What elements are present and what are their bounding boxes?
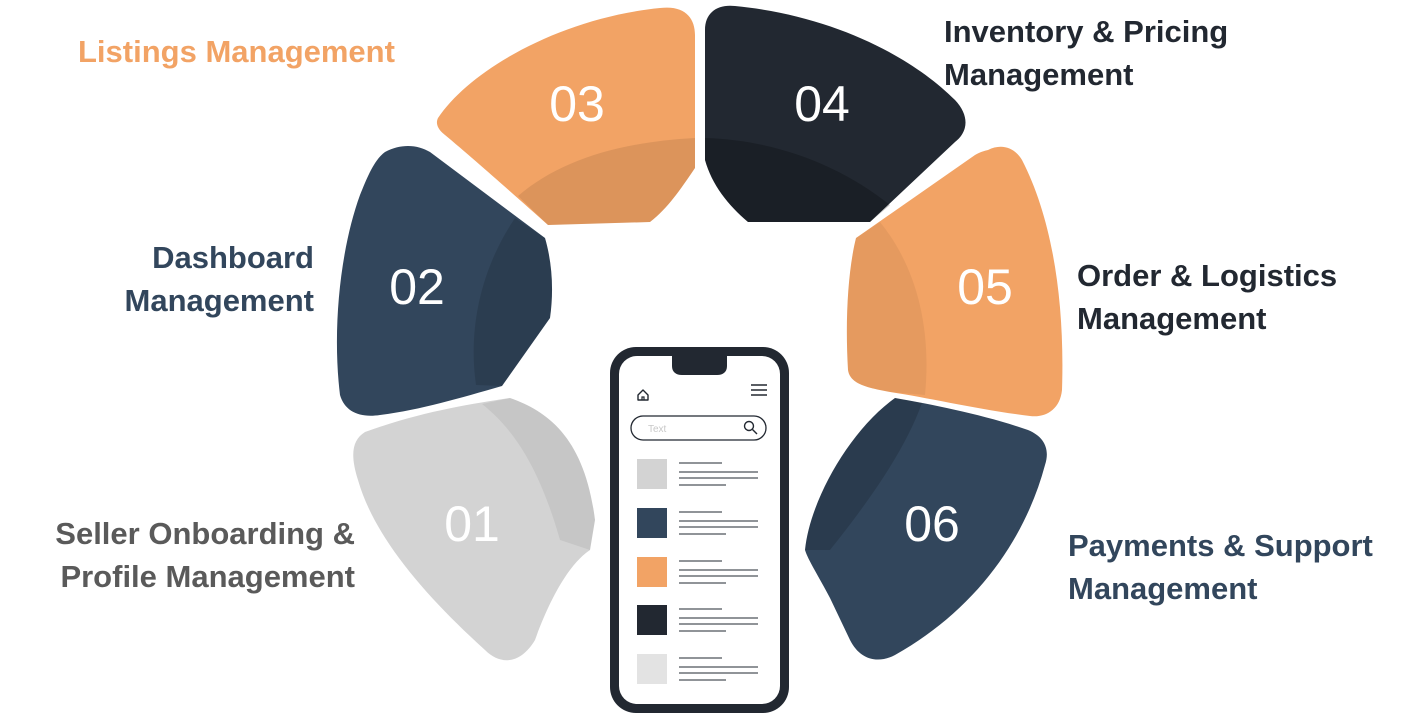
segment-06: 06: [805, 398, 1047, 660]
search-icon[interactable]: [743, 420, 758, 435]
phone-mockup: Text: [610, 347, 789, 713]
list-item[interactable]: [637, 654, 758, 684]
list-item-thumb: [637, 508, 667, 538]
list-item-thumb: [637, 654, 667, 684]
segment-02: 02: [336, 145, 553, 416]
segment-05-inner-band: [846, 222, 927, 395]
label-01-line-1: Seller Onboarding &: [55, 516, 355, 551]
label-seller-onboarding: Seller Onboarding & Profile Management: [55, 512, 355, 598]
label-04-line-2: Management: [944, 57, 1134, 92]
label-03-line-1: Listings Management: [78, 34, 395, 69]
list-item-thumb: [637, 459, 667, 489]
phone-search-bar[interactable]: Text: [630, 415, 767, 441]
list-item-thumb: [637, 557, 667, 587]
segment-06-number: 06: [904, 496, 960, 552]
segment-01-shape: [353, 398, 595, 661]
segment-03: 03: [436, 7, 695, 226]
segment-01-inner-band: [482, 398, 595, 550]
label-dashboard-management: Dashboard Management: [125, 236, 314, 322]
phone-search-placeholder: Text: [648, 424, 667, 435]
home-icon[interactable]: [637, 389, 649, 401]
label-order-logistics: Order & Logistics Management: [1077, 254, 1337, 340]
segment-03-shape: [436, 7, 695, 226]
label-04-line-1: Inventory & Pricing: [944, 14, 1229, 49]
segment-01-number: 01: [444, 496, 500, 552]
segment-04-shape: [705, 5, 966, 223]
list-item[interactable]: [637, 605, 758, 635]
segment-01: 01: [353, 398, 595, 661]
segment-05: 05: [846, 146, 1063, 417]
label-payments-support: Payments & Support Management: [1068, 524, 1373, 610]
phone-list: [637, 459, 758, 684]
list-item[interactable]: [637, 459, 758, 489]
label-05-line-1: Order & Logistics: [1077, 258, 1338, 293]
label-05-line-2: Management: [1077, 301, 1267, 336]
list-item[interactable]: [637, 557, 758, 587]
segment-06-inner-band: [805, 398, 922, 550]
segment-03-number: 03: [549, 76, 605, 132]
list-item[interactable]: [637, 508, 758, 538]
label-listings-management: Listings Management: [78, 30, 395, 73]
label-02-line-1: Dashboard: [152, 240, 314, 275]
segment-05-number: 05: [957, 259, 1013, 315]
menu-icon[interactable]: [751, 384, 767, 396]
label-01-line-2: Profile Management: [60, 559, 355, 594]
segment-04: 04: [705, 5, 966, 223]
segment-04-number: 04: [794, 76, 850, 132]
label-02-line-2: Management: [124, 283, 314, 318]
label-06-line-1: Payments & Support: [1068, 528, 1373, 563]
segment-05-shape: [846, 146, 1063, 417]
segment-03-inner-band: [518, 138, 695, 225]
segment-02-inner-band: [473, 218, 553, 386]
segment-04-inner-band: [705, 138, 890, 222]
segment-02-number: 02: [389, 259, 445, 315]
label-inventory-pricing: Inventory & Pricing Management: [944, 10, 1228, 96]
list-item-thumb: [637, 605, 667, 635]
segment-06-shape: [805, 398, 1047, 660]
segment-02-shape: [336, 145, 553, 416]
phone-notch: [672, 356, 727, 375]
label-06-line-2: Management: [1068, 571, 1258, 606]
